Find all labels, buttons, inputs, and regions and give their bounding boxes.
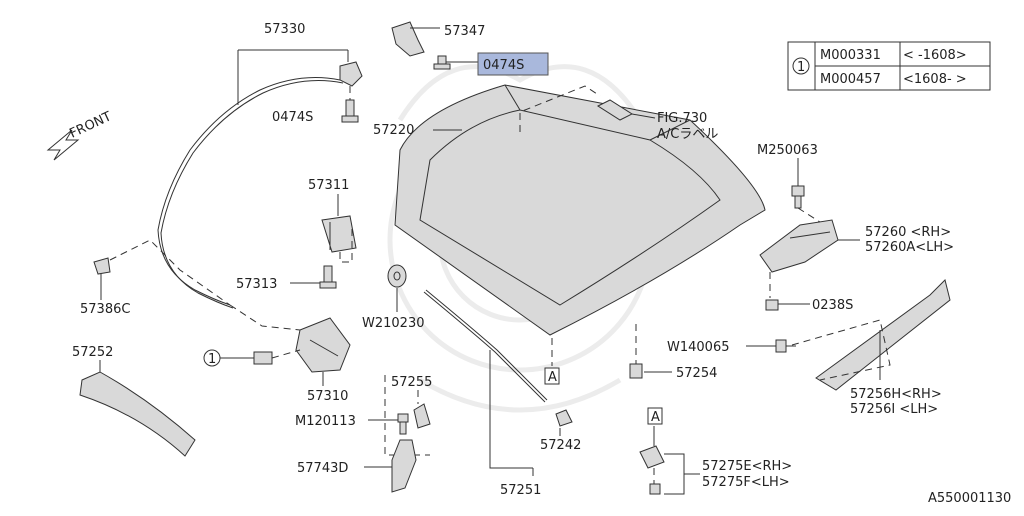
weatherstrip-57252	[79, 371, 196, 457]
bracket-57255	[413, 403, 431, 429]
bolt-m120113	[397, 413, 409, 435]
label-0474s-top[interactable]: 0474S	[483, 58, 524, 73]
label-57743d[interactable]: 57743D	[297, 461, 348, 476]
ref-a-label-1: A	[548, 370, 557, 385]
label-0238s[interactable]: 0238S	[812, 298, 853, 313]
clip-57386c	[93, 257, 111, 275]
label-w210230[interactable]: W210230	[362, 316, 424, 331]
label-57256i[interactable]: 57256I <LH>	[850, 402, 938, 417]
ref-a-box-2	[647, 407, 663, 425]
label-57254[interactable]: 57254	[676, 366, 717, 381]
hood-stay-rod	[423, 291, 546, 403]
cushion-57254	[629, 363, 643, 379]
label-57251[interactable]: 57251	[500, 483, 541, 498]
legend-code-2: M000457	[820, 72, 881, 87]
label-57347[interactable]: 57347	[444, 24, 485, 39]
front-arrow: FRONT	[46, 109, 114, 161]
part-labels: 57330 57347 0474S 0474S 57220 FIG.730 A/…	[72, 22, 954, 498]
label-57310[interactable]: 57310	[307, 389, 348, 404]
label-57220[interactable]: 57220	[373, 123, 414, 138]
label-w140065[interactable]: W140065	[667, 340, 729, 355]
ref-a-label-2: A	[651, 410, 660, 425]
legend-range-2: <1608- >	[903, 72, 967, 87]
label-57313[interactable]: 57313	[236, 277, 277, 292]
grommet-57242	[555, 409, 573, 427]
label-m120113[interactable]: M120113	[295, 414, 356, 429]
label-57275f[interactable]: 57275F<LH>	[702, 475, 790, 490]
highlight-box	[477, 52, 549, 76]
hood-bumper-57275	[639, 445, 665, 495]
bolt-0474s-left	[341, 99, 359, 123]
label-57260a[interactable]: 57260A<LH>	[865, 240, 954, 255]
hood-lock-57310	[253, 317, 351, 373]
front-label: FRONT	[67, 109, 114, 141]
diagram-id: A550001130	[928, 491, 1011, 506]
bolt-57313	[319, 265, 337, 289]
label-57252[interactable]: 57252	[72, 345, 113, 360]
legend-range-1: < -1608>	[903, 48, 967, 63]
stay-holder-57743d	[391, 439, 417, 493]
label-57260[interactable]: 57260 <RH>	[865, 225, 951, 240]
stay-holder-57347	[391, 21, 451, 70]
label-57275e[interactable]: 57275E<RH>	[702, 459, 792, 474]
bolt-m250063	[791, 185, 805, 209]
label-fig730[interactable]: FIG.730	[657, 111, 707, 126]
legend-code-1: M000331	[820, 48, 881, 63]
label-57242[interactable]: 57242	[540, 438, 581, 453]
label-57386c[interactable]: 57386C	[80, 302, 130, 317]
legend-table: 1 M000331 < -1608> M000457 <1608- >	[787, 41, 991, 91]
label-m250063[interactable]: M250063	[757, 143, 818, 158]
clip-w140065	[775, 339, 796, 353]
washer-w210230	[387, 264, 407, 288]
bolt-0238s	[765, 299, 779, 311]
hinge-57260	[759, 219, 839, 273]
label-57255[interactable]: 57255	[391, 375, 432, 390]
hinge-cover-57256	[815, 279, 951, 391]
label-57311[interactable]: 57311	[308, 178, 349, 193]
label-57330[interactable]: 57330	[264, 22, 305, 37]
hood-panel	[394, 84, 766, 336]
label-ac: A/Cラベル	[657, 127, 718, 142]
label-57256h[interactable]: 57256H<RH>	[850, 387, 942, 402]
latch-striker-57311	[321, 215, 357, 253]
label-0474s-left[interactable]: 0474S	[272, 110, 313, 125]
ref-a-box-1	[544, 367, 560, 385]
callout-1-marker: 1	[208, 352, 216, 367]
release-cable	[157, 61, 363, 309]
legend-marker: 1	[797, 60, 805, 75]
